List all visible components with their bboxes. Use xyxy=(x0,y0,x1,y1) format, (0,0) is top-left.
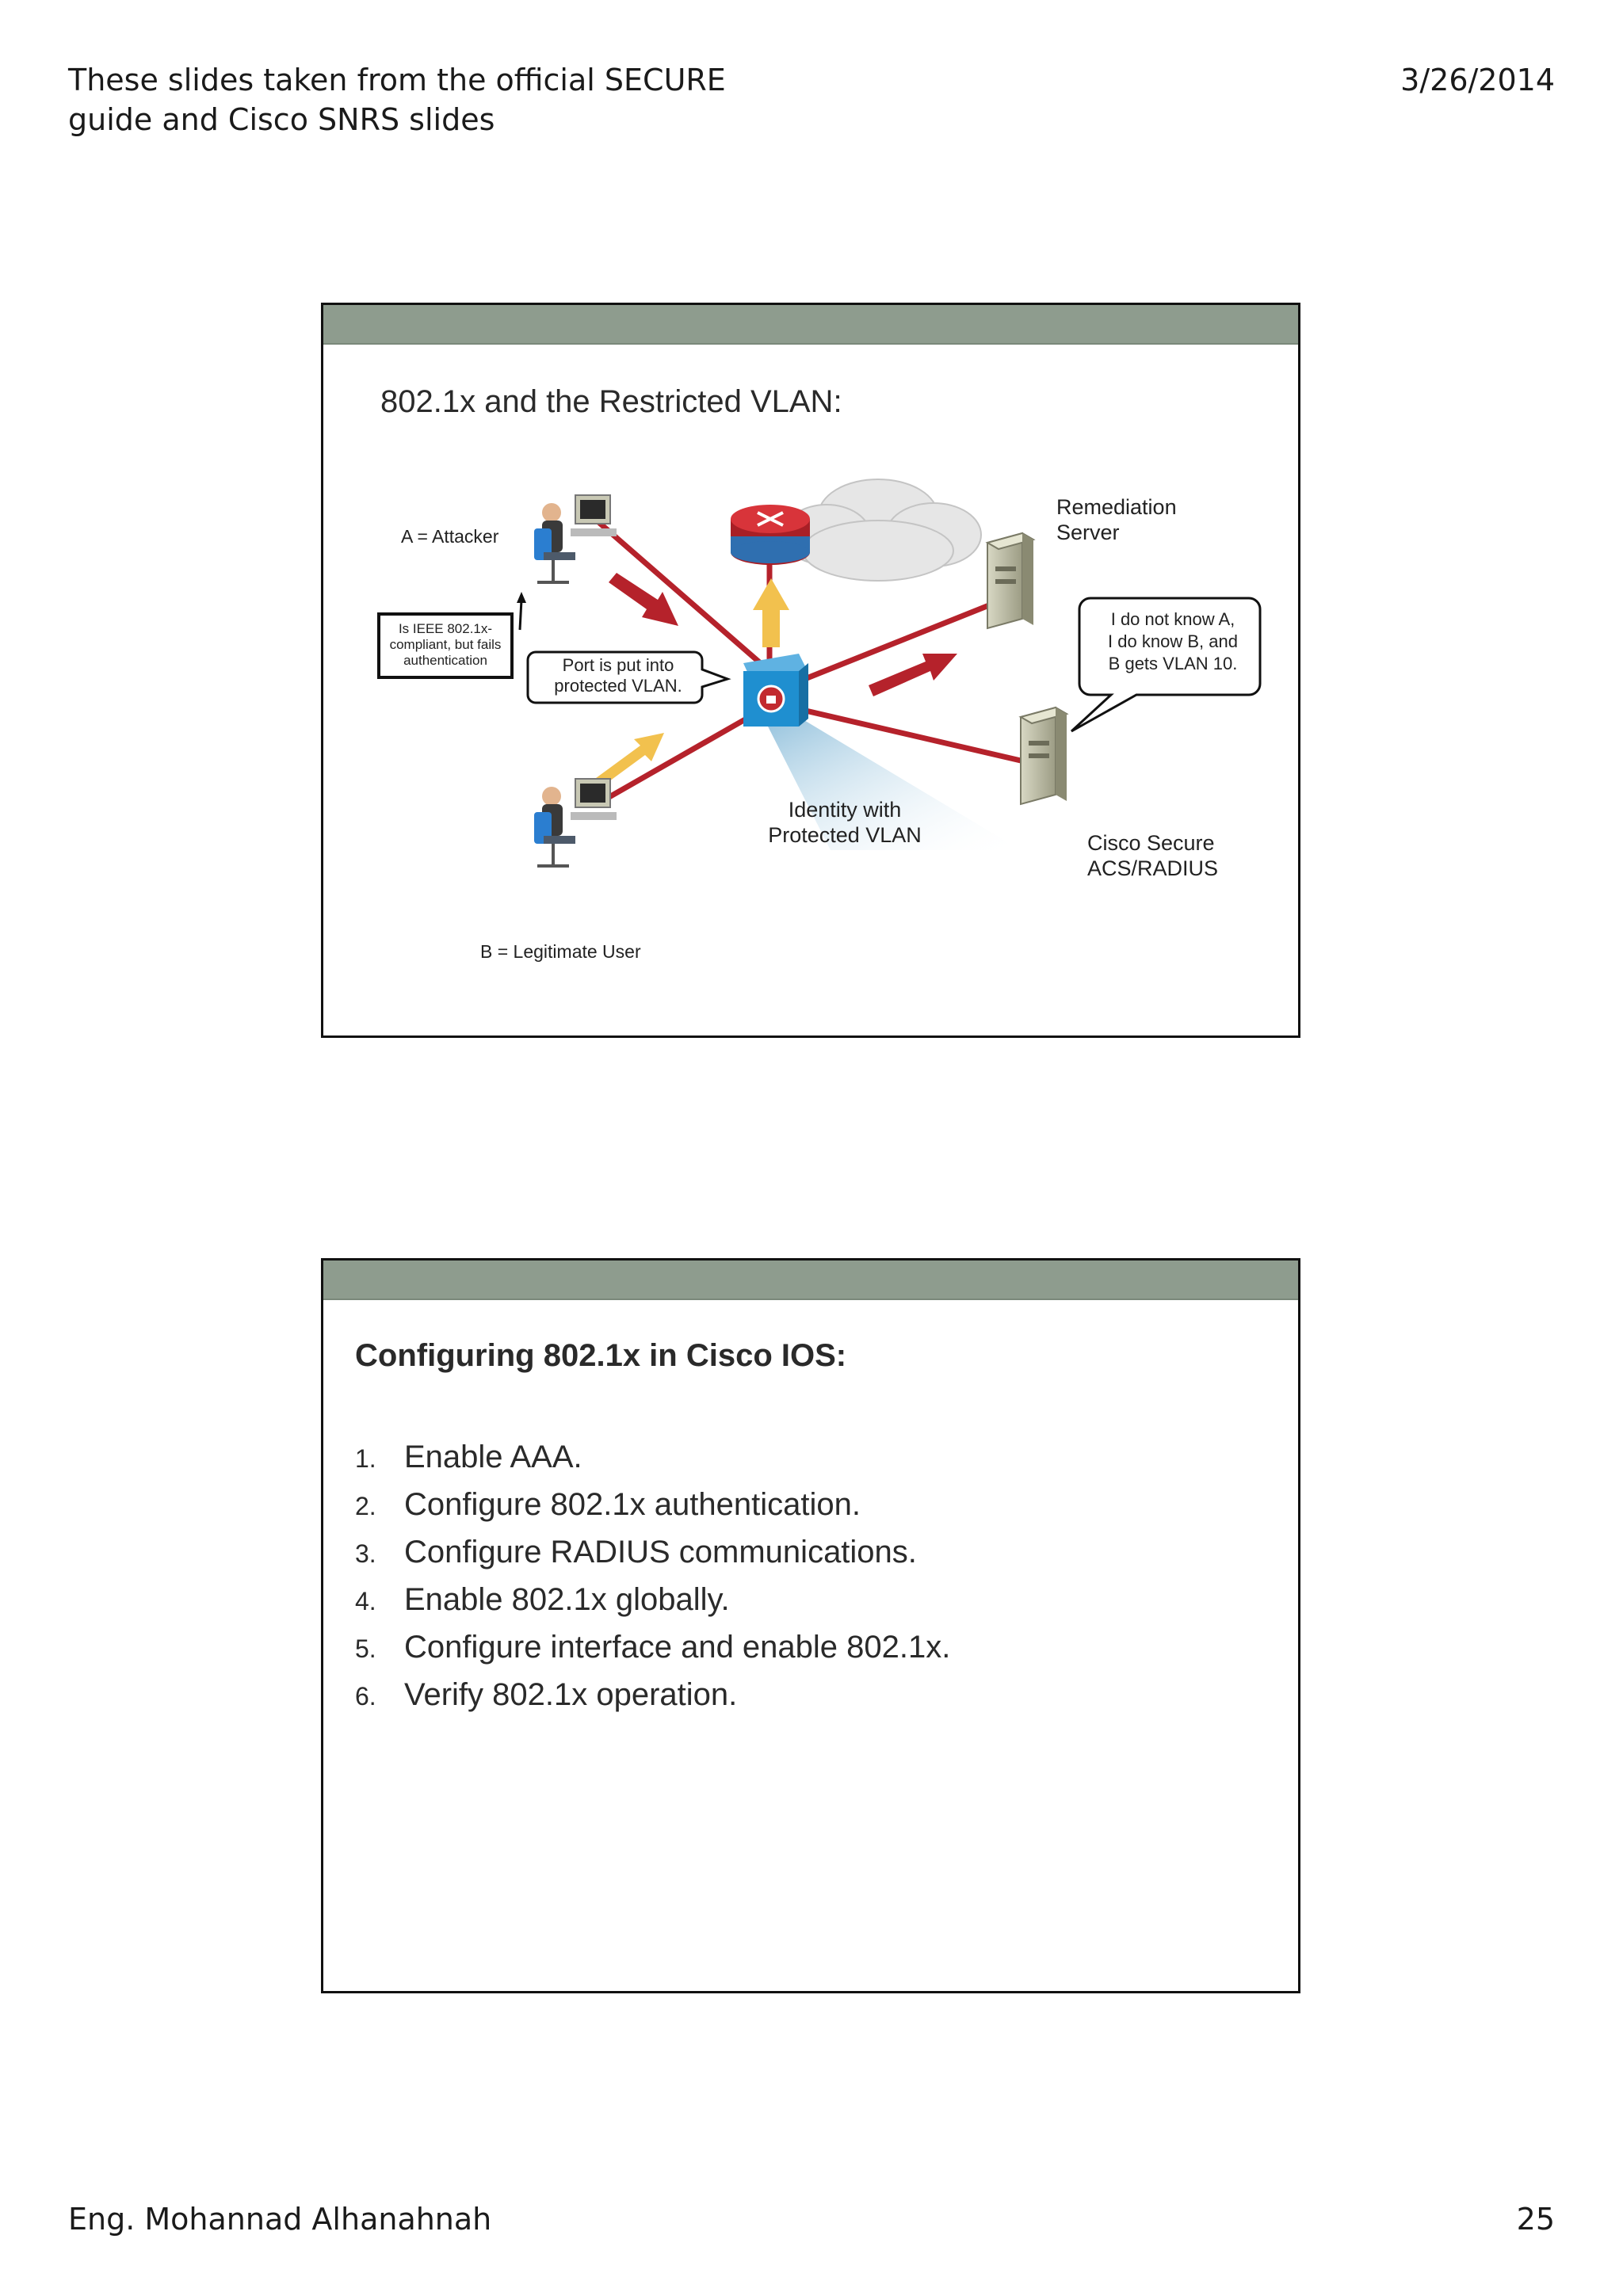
router-icon xyxy=(731,505,810,565)
server-note-line-2: I do know B, and xyxy=(1108,631,1238,651)
step-text: Configure 802.1x authentication. xyxy=(404,1487,861,1522)
ieee-note-pointer xyxy=(518,599,523,631)
port-note-line-2: protected VLAN. xyxy=(554,676,682,696)
link-acs xyxy=(798,706,1022,764)
attacker-arrow xyxy=(609,573,678,626)
server-note-line-1: I do not know A, xyxy=(1111,609,1235,629)
legit-user-label: B = Legitimate User xyxy=(480,941,641,962)
link-attacker xyxy=(594,518,766,668)
legit-arrow xyxy=(593,733,664,790)
link-remediation xyxy=(797,599,999,685)
remediation-line-1: Remediation xyxy=(1056,495,1177,519)
switch-icon xyxy=(743,654,808,727)
list-item: 5. Configure interface and enable 802.1x. xyxy=(355,1623,950,1671)
remediation-server-icon xyxy=(985,532,1036,630)
list-item: 2. Configure 802.1x authentication. xyxy=(355,1481,950,1528)
list-item: 6. Verify 802.1x operation. xyxy=(355,1671,950,1718)
server-note-line-3: B gets VLAN 10. xyxy=(1109,654,1238,673)
list-item: 4. Enable 802.1x globally. xyxy=(355,1576,950,1623)
slide-title: Configuring 802.1x in Cisco IOS: xyxy=(355,1338,847,1373)
remediation-line-2: Server xyxy=(1056,521,1120,544)
port-note-line-1: Port is put into xyxy=(563,655,674,675)
step-text: Configure RADIUS communications. xyxy=(404,1535,917,1569)
slide-title-bar xyxy=(323,305,1298,345)
slide-title-bar xyxy=(323,1261,1298,1300)
step-number: 5. xyxy=(355,1634,376,1663)
attacker-workstation-icon xyxy=(534,494,617,584)
acs-line-2: ACS/RADIUS xyxy=(1087,856,1218,880)
up-arrow xyxy=(753,578,789,647)
ieee-note-line-3: authentication xyxy=(403,653,487,668)
network-diagram: A = Attacker B = Legitimate User Is IEEE… xyxy=(377,479,1262,962)
step-text: Enable 802.1x globally. xyxy=(404,1582,730,1617)
page-number: 25 xyxy=(1516,2202,1555,2237)
header-line-2: guide and Cisco SNRS slides xyxy=(68,102,495,137)
slide-configuring-8021x: Configuring 802.1x in Cisco IOS: 1. Enabl… xyxy=(321,1258,1300,1993)
attacker-label: A = Attacker xyxy=(401,526,499,547)
slide-restricted-vlan: 802.1x and the Restricted VLAN: xyxy=(321,303,1300,1038)
link-legit-user xyxy=(595,706,765,807)
list-item: 3. Configure RADIUS communications. xyxy=(355,1528,950,1576)
server-callout-bubble xyxy=(1070,597,1262,733)
footer-author: Eng. Mohannad Alhanahnah xyxy=(68,2202,492,2237)
cloud-icon xyxy=(782,479,982,582)
acs-line-1: Cisco Secure xyxy=(1087,831,1215,855)
step-number: 2. xyxy=(355,1492,376,1520)
step-number: 4. xyxy=(355,1587,376,1615)
step-text: Configure interface and enable 802.1x. xyxy=(404,1630,951,1665)
header-line-1: These slides taken from the official SEC… xyxy=(68,63,726,97)
ieee-note-line-2: compliant, but fails xyxy=(390,637,502,652)
identity-line-1: Identity with xyxy=(789,798,902,822)
server-arrow xyxy=(869,654,957,696)
step-text: Verify 802.1x operation. xyxy=(404,1677,738,1712)
step-number: 6. xyxy=(355,1682,376,1711)
legit-user-workstation-icon xyxy=(534,778,617,868)
step-text: Enable AAA. xyxy=(404,1440,582,1474)
list-item: 1. Enable AAA. xyxy=(355,1433,950,1481)
acs-server-icon xyxy=(1018,706,1069,806)
ieee-note-line-1: Is IEEE 802.1x- xyxy=(399,621,492,636)
identity-beam xyxy=(763,717,1021,850)
step-number: 3. xyxy=(355,1539,376,1568)
identity-line-2: Protected VLAN xyxy=(768,823,922,847)
step-number: 1. xyxy=(355,1444,376,1473)
header-date: 3/26/2014 xyxy=(1400,63,1555,97)
port-callout-bubble xyxy=(526,650,731,704)
page-header-note: These slides taken from the official SEC… xyxy=(68,60,726,139)
ieee-note-arrowhead xyxy=(517,592,526,603)
ieee-note-box xyxy=(377,612,514,679)
slide-title: 802.1x and the Restricted VLAN: xyxy=(380,384,842,419)
config-steps-list: 1. Enable AAA. 2. Configure 802.1x authent… xyxy=(355,1433,950,1718)
